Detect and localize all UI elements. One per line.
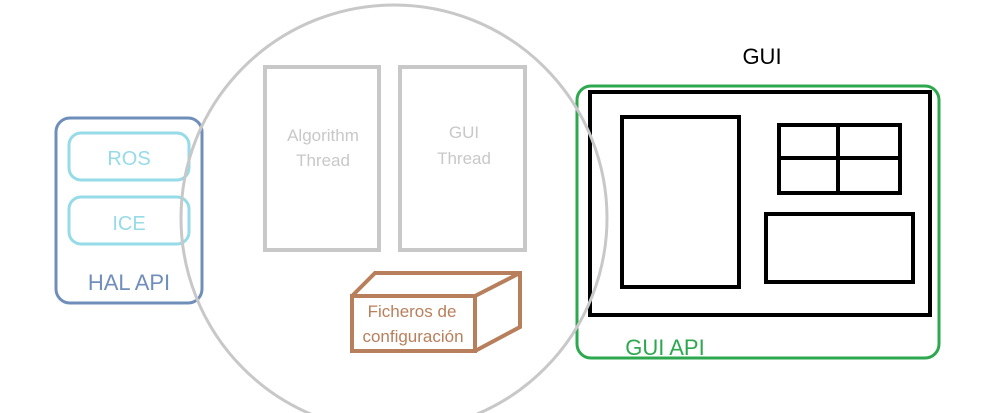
hal-api-label: HAL API (88, 270, 170, 295)
algorithm-thread-label-line2: Thread (296, 151, 350, 170)
gui-panel-left (620, 115, 741, 289)
gui-title: GUI (742, 44, 781, 69)
hal-api-box (54, 116, 204, 305)
config-box (350, 271, 522, 353)
algorithm-thread-label-line1: Algorithm (287, 126, 359, 145)
gui-thread-label-line2: Thread (437, 149, 491, 168)
config-label-line2: configuración (362, 327, 463, 346)
ice-label: ICE (112, 213, 145, 235)
gui-api-label: GUI API (625, 335, 704, 360)
gui-api-box (575, 84, 941, 360)
config-label-line1: Ficheros de (368, 302, 457, 321)
gui-panel-bottom (764, 212, 915, 284)
gui-thread-box (398, 65, 527, 252)
gui-window (588, 90, 932, 317)
algorithm-thread-box (263, 65, 381, 252)
gui-thread-label-line1: GUI (449, 123, 479, 142)
ros-label: ROS (107, 148, 150, 170)
ice-box (67, 195, 191, 246)
core-circle (179, 3, 609, 413)
